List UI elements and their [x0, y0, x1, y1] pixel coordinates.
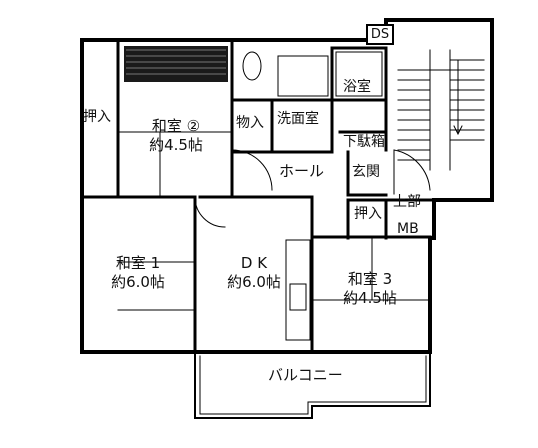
senmenshitsu-label: 洗面室 [277, 111, 319, 127]
bathtub [335, 51, 383, 97]
dk-name: D K [240, 254, 268, 272]
door-swing [194, 149, 431, 228]
genkan-label: 玄関 [352, 164, 380, 180]
interior-walls [80, 38, 434, 354]
washitsu1-name: 和室 1 [115, 254, 161, 272]
window-shade [124, 46, 228, 82]
stove [289, 283, 307, 311]
tatami-lines [117, 131, 431, 311]
oshiire-left-label: 押入 [83, 109, 111, 125]
washitsu3-label: 和室 3 約4.5帖 [343, 272, 397, 306]
washitsu3-size: 約4.5帖 [343, 289, 397, 307]
getabako-label: 下駄箱 [343, 134, 385, 150]
washbasin [277, 55, 329, 97]
washitsu3-name: 和室 3 [347, 270, 393, 288]
washitsu2-name: 和室 ② [151, 117, 201, 135]
kitchen-counter [285, 239, 311, 341]
stairwell [397, 49, 485, 171]
washitsu2-label: 和室 ② 約4.5帖 [149, 119, 203, 153]
balcony-rail [199, 355, 427, 415]
dk-label: D K 約6.0帖 [227, 256, 281, 290]
window-hatch [126, 49, 226, 75]
ds-label: DS [366, 24, 394, 45]
hall-label: ホール [279, 162, 325, 180]
oshiire-right-label: 押入 [354, 206, 382, 222]
balcony-outline [194, 351, 431, 419]
dk-size: 約6.0帖 [227, 273, 281, 291]
washitsu1-label: 和室 1 約6.0帖 [111, 256, 165, 290]
toilet [242, 51, 262, 81]
mb-label: MB [397, 221, 419, 237]
yokushitsu-label: 浴室 [343, 79, 371, 95]
balcony-label: バルコニー [268, 366, 343, 384]
monoire-label: 物入 [236, 115, 264, 131]
washitsu1-size: 約6.0帖 [111, 273, 165, 291]
washitsu2-size: 約4.5帖 [149, 136, 203, 154]
jobu-label: 上部 [393, 194, 421, 210]
